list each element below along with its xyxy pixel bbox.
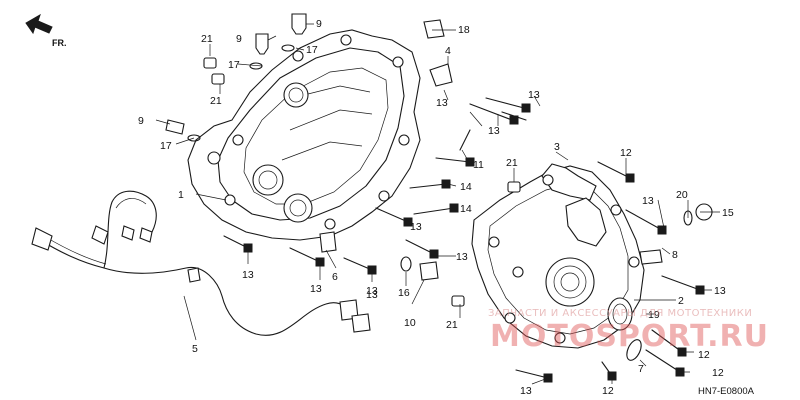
callout-21: 21 (210, 95, 222, 107)
callout-13: 13 (528, 89, 540, 101)
bracket-8 (639, 249, 663, 265)
callout-13: 13 (642, 195, 654, 207)
switch-9-mid (255, 33, 269, 55)
callout-21: 21 (446, 319, 458, 331)
washer-17-top (281, 44, 295, 52)
callout-9: 9 (236, 33, 242, 45)
dowel-pin-21c (507, 181, 521, 193)
o-ring-7 (626, 339, 642, 361)
callout-17: 17 (160, 140, 172, 152)
callout-9: 9 (138, 115, 144, 127)
callout-17: 17 (306, 44, 318, 56)
callout-10: 10 (404, 317, 416, 329)
callout-13: 13 (242, 269, 254, 281)
callout-14: 14 (460, 203, 472, 215)
callout-13: 13 (310, 283, 322, 295)
o-ring-16 (400, 256, 412, 272)
callout-18: 18 (458, 24, 470, 36)
callout-16: 16 (398, 287, 410, 299)
callout-12: 12 (698, 349, 710, 361)
front-direction-label: FR. (52, 38, 67, 48)
callout-15: 15 (722, 207, 734, 219)
callout-5: 5 (192, 343, 198, 355)
watermark-logo: ЗАПЧАСТИ И АКСЕССУАРЫ ДЛЯ МОТОТЕХНИКИ MO… (488, 308, 769, 354)
oil-seal-19 (607, 297, 633, 331)
bracket-6 (319, 231, 337, 253)
callout-1: 1 (178, 189, 184, 201)
callout-4: 4 (445, 45, 451, 57)
washer-17-left (187, 134, 201, 142)
callout-20: 20 (676, 189, 688, 201)
clamp-18 (423, 19, 445, 39)
callout-17: 17 (228, 59, 240, 71)
callout-2: 2 (678, 295, 684, 307)
callout-14: 14 (460, 181, 472, 193)
callout-3: 3 (554, 141, 560, 153)
switch-9-left (165, 119, 185, 135)
watermark-tagline: ЗАПЧАСТИ И АКСЕССУАРЫ ДЛЯ МОТОТЕХНИКИ (488, 308, 752, 319)
callout-13: 13 (410, 221, 422, 233)
watermark-brand: MOTOSPORT.RU (490, 319, 769, 354)
bracket-4 (429, 63, 453, 87)
dowel-pin-21a (203, 57, 217, 69)
callout-13: 13 (520, 385, 532, 397)
switch-9-top (291, 13, 307, 35)
callout-8: 8 (672, 249, 678, 261)
callout-6: 6 (332, 271, 338, 283)
callout-7: 7 (638, 363, 644, 375)
wire-harness (31, 190, 371, 336)
left-crankcase-cover (187, 29, 421, 241)
callout-21: 21 (506, 157, 518, 169)
callout-19: 19 (648, 309, 660, 321)
callout-13: 13 (436, 97, 448, 109)
sensor-10 (419, 261, 439, 281)
dowel-pin-21b (211, 73, 225, 85)
dowel-pin-21d (451, 295, 465, 307)
callout-13: 13 (366, 289, 378, 301)
callout-11: 11 (473, 159, 484, 171)
front-direction-arrow-icon (25, 13, 53, 35)
callout-12: 12 (712, 367, 724, 379)
diagram-reference-code: HN7-E0800A (698, 386, 755, 397)
callout-12: 12 (620, 147, 632, 159)
callout-13: 13 (366, 285, 378, 297)
callout-13: 13 (456, 251, 468, 263)
right-crankcase-cover (471, 163, 645, 349)
callout-9: 9 (316, 18, 322, 30)
callout-12: 12 (602, 385, 614, 397)
callout-13: 13 (714, 285, 726, 297)
callout-21: 21 (201, 33, 213, 45)
callout-13: 13 (488, 125, 500, 137)
